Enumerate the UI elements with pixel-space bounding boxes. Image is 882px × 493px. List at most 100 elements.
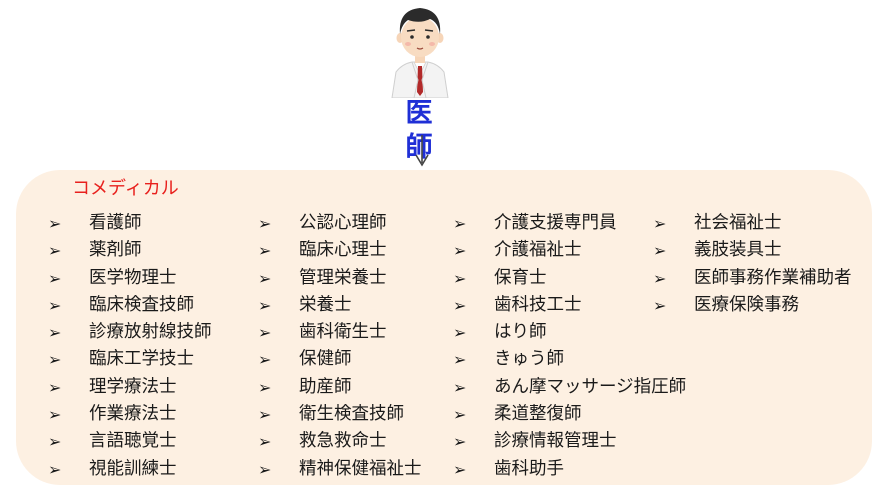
list-item: ➢ あん摩マッサージ指圧師 [453,374,686,401]
list-item: ➢ 言語聴覚士 [48,428,212,455]
arrow-bullet-icon: ➢ [48,405,62,425]
arrow-bullet-icon: ➢ [48,241,62,261]
list-item-label: 理学療法士 [89,376,177,397]
arrow-bullet-icon: ➢ [48,350,62,370]
arrow-bullet-icon: ➢ [653,241,667,261]
list-item-label: 歯科技工士 [494,294,582,315]
list-item: ➢臨床検査技師 [48,292,212,319]
list-item: ➢ 義肢装具士 [653,237,852,264]
doctor-title: 医 師 [405,98,437,163]
arrow-bullet-icon: ➢ [453,432,467,452]
list-item: ➢柔道整復師 [453,401,686,428]
list-item-label: 歯科衛生士 [299,322,387,343]
list-item-label: 医学物理士 [89,267,177,288]
arrow-bullet-icon: ➢ [48,377,62,397]
list-item: ➢作業療法士 [48,401,212,428]
list-item-label: 公認心理師 [299,213,387,233]
arrow-bullet-icon: ➢ [258,405,272,425]
list-item-label: 視能訓練士 [89,458,177,479]
arrow-bullet-icon: ➢ [653,295,667,315]
list-item: ➢ 医学物理士 [48,265,212,292]
list-item: ➢ 社会福祉士 [653,210,852,237]
list-item: ➢ 薬剤師 [48,237,212,264]
list-item-label: 精神保健福祉士 [299,458,422,479]
list-item: ➢ 管理栄養士 [258,265,422,292]
list-item-label: 歯科助手 [494,458,564,479]
list-item: ➢ 保健師 [258,346,422,373]
list-item: ➢ 医療保険事務 [653,292,852,319]
list-item: ➢ 理学療法士 [48,374,212,401]
list-item-label: 医療保険事務 [694,294,799,315]
list-item: ➢ 救急救命士 [258,428,422,455]
down-arrow-icon [415,135,429,167]
list-item: ➢ 介護支援専門員 [453,210,686,237]
list-item: ➢ 臨床工学技士 [48,346,212,373]
list-item: ➢ 助産師 [258,374,422,401]
list-item-label: 看護師 [89,213,142,233]
comedical-panel [16,170,872,485]
list-item-label: 社会福祉士 [694,213,782,233]
arrow-bullet-icon: ➢ [453,323,467,343]
list-item-label: 保健師 [299,349,352,370]
list-item-label: 診療情報管理士 [494,431,617,452]
list-item-label: 保育士 [494,267,547,288]
arrow-bullet-icon: ➢ [258,268,272,288]
doctor-illustration [391,8,449,98]
arrow-bullet-icon: ➢ [453,214,467,233]
list-item: ➢ 保育士 [453,265,686,292]
list-item: ➢ 診療情報管理士 [453,428,686,455]
list-item-label: はり師 [494,322,547,343]
list-item: ➢ 歯科助手 [453,456,686,483]
column-1: ➢看護師➢薬剤師➢医学物理士➢臨床検査技師➢診療放射線技師➢臨床工学技士➢理学療… [48,210,212,483]
list-item: ➢栄養士 [258,292,422,319]
column-4: ➢ 社会福祉士 ➢ 義肢装具士 ➢ 医師事務作業補助者 ➢ 医療保険事務 [653,210,852,319]
list-item-label: 衛生検査技師 [299,404,404,425]
list-item: ➢ 看護師 [48,210,212,237]
arrow-bullet-icon: ➢ [453,377,467,397]
arrow-bullet-icon: ➢ [453,350,467,370]
list-item: ➢ 歯科技工士 [453,292,686,319]
list-item-label: 義肢装具士 [694,240,782,261]
list-item: ➢ 臨床心理士 [258,237,422,264]
arrow-bullet-icon: ➢ [258,377,272,397]
list-item-label: 薬剤師 [89,240,142,261]
arrow-bullet-icon: ➢ [258,459,272,479]
arrow-bullet-icon: ➢ [653,268,667,288]
list-item: ➢ 公認心理師 [258,210,422,237]
arrow-bullet-icon: ➢ [258,241,272,261]
list-item-label: 管理栄養士 [299,267,387,288]
list-item-label: 救急救命士 [299,431,387,452]
list-item-label: 臨床心理士 [299,240,387,261]
list-item-label: 言語聴覚士 [89,431,177,452]
list-item-label: あん摩マッサージ指圧師 [494,376,687,397]
arrow-bullet-icon: ➢ [453,295,467,315]
comedical-label: コメディカル [72,178,179,199]
arrow-bullet-icon: ➢ [48,323,62,343]
list-item: ➢介護福祉士 [453,237,686,264]
list-item: ➢ はり師 [453,319,686,346]
arrow-bullet-icon: ➢ [653,214,667,233]
list-item: ➢視能訓練士 [48,456,212,483]
list-item: ➢ 医師事務作業補助者 [653,265,852,292]
list-item: ➢ きゅう師 [453,346,686,373]
list-item-label: 臨床工学技士 [89,349,194,370]
list-item-label: きゅう師 [494,349,564,370]
column-2: ➢公認心理師➢臨床心理士➢管理栄養士➢栄養士➢歯科衛生士➢保健師➢助産師➢衛生検… [258,210,422,483]
arrow-bullet-icon: ➢ [48,214,62,233]
list-item-label: 助産師 [299,376,352,397]
list-item: ➢ 精神保健福祉士 [258,456,422,483]
list-item-label: 栄養士 [299,294,352,315]
list-item-label: 臨床検査技師 [89,294,194,315]
arrow-bullet-icon: ➢ [258,432,272,452]
arrow-bullet-icon: ➢ [258,323,272,343]
arrow-bullet-icon: ➢ [48,268,62,288]
arrow-bullet-icon: ➢ [453,405,467,425]
list-item: ➢ 衛生検査技師 [258,401,422,428]
arrow-bullet-icon: ➢ [453,459,467,479]
arrow-bullet-icon: ➢ [258,214,272,233]
list-item-label: 介護支援専門員 [494,213,617,233]
list-item-label: 医師事務作業補助者 [694,267,852,288]
arrow-bullet-icon: ➢ [48,432,62,452]
column-3: ➢介護支援専門員➢介護福祉士➢保育士➢歯科技工士➢はり師➢きゅう師➢あん摩マッサ… [453,210,686,483]
arrow-bullet-icon: ➢ [258,350,272,370]
